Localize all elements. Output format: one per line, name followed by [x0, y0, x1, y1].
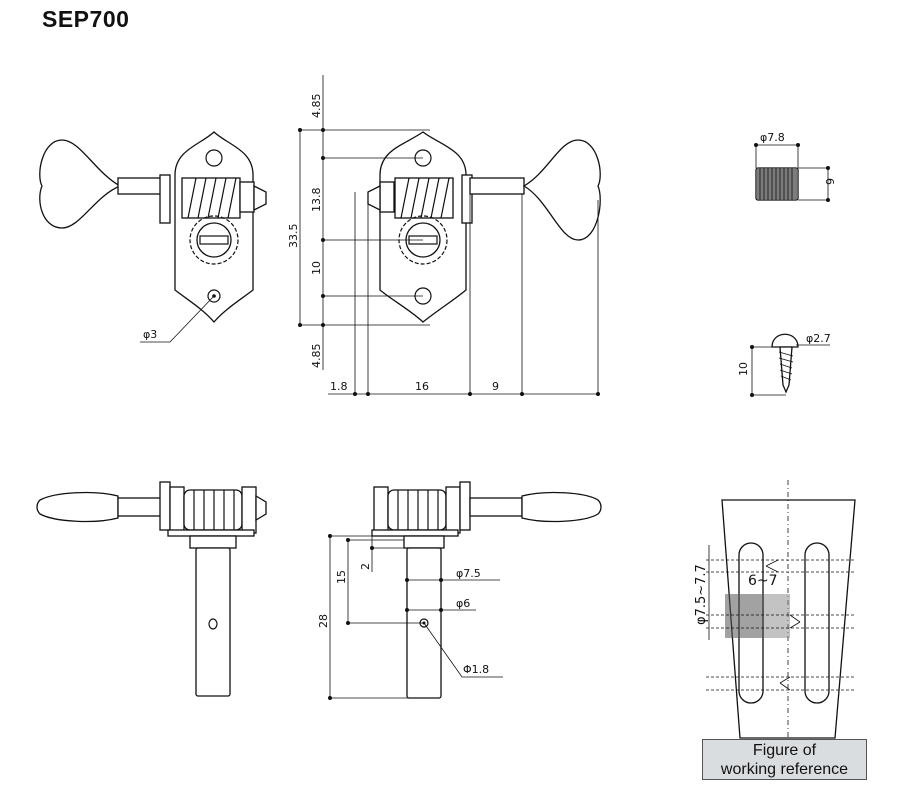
dim-label: 10	[737, 362, 750, 376]
dim-label: 9	[492, 380, 499, 393]
dim-label: φ7.5~7.7	[694, 564, 709, 625]
dim-label: 16	[415, 380, 429, 393]
dim-label: φ2.7	[806, 332, 831, 345]
dim-label: φ7.8	[760, 131, 785, 144]
dim-label: Φ1.8	[463, 663, 489, 676]
dim-label: 33.5	[287, 224, 300, 249]
page-title: SEP700	[42, 6, 130, 32]
dim-label: 4.85	[310, 344, 323, 369]
dim-label: 6~7	[748, 573, 778, 589]
dim-label: 13.8	[310, 188, 323, 213]
side-view-left	[36, 481, 267, 697]
dim-label: 4.85	[310, 94, 323, 119]
headstock-reference: φ7.5~7.7 6~7	[694, 480, 856, 739]
dim-label: φ6	[456, 597, 470, 610]
dim-label: 15	[335, 570, 348, 584]
bushing-detail: φ7.8 6	[754, 131, 836, 202]
front-view-left: φ3	[39, 131, 267, 343]
reference-caption-line1: Figure of	[752, 742, 817, 759]
dim-label: φ3	[143, 328, 157, 341]
screw-detail: 10 φ2.7	[737, 332, 831, 397]
dim-label: φ7.5	[456, 567, 481, 580]
front-view-dimensioned: 4.85 13.8 33.5 10 4.85 1.8 16 9	[287, 75, 601, 396]
dim-label: 10	[310, 261, 323, 275]
reference-caption-line2: working reference	[720, 761, 849, 778]
dim-label: 28	[317, 614, 330, 628]
dim-label: 6	[823, 178, 836, 185]
dim-label: 2	[359, 563, 372, 570]
dim-label: 1.8	[330, 380, 348, 393]
reference-caption-box: Figure of working reference	[702, 739, 867, 780]
side-view-dimensioned: 28 15 2 φ7.5 φ6 Φ1.8	[317, 481, 602, 700]
